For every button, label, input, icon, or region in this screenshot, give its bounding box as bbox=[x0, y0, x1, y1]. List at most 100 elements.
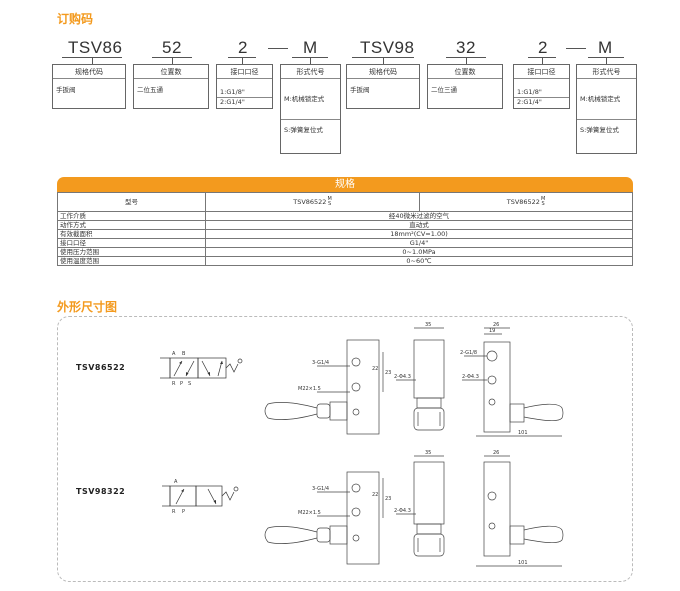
box-value: 手扳阀 bbox=[350, 86, 370, 94]
box-header: 规格代码 bbox=[347, 65, 419, 79]
code-right-box-port: 接口口径 1:G1/8" 2:G1/4" bbox=[513, 64, 570, 109]
spec-row: 工作介质经40微米过滤的空气 bbox=[57, 211, 633, 221]
spec-row-value: 经40微米过滤的空气 bbox=[205, 211, 633, 221]
dim-label: 101 bbox=[518, 560, 528, 566]
symbol-port-label: S bbox=[188, 381, 191, 387]
model-label-1: TSV86522 bbox=[76, 363, 126, 372]
spec-row: 动作方式直动式 bbox=[57, 220, 633, 230]
dim-label: 23 bbox=[385, 370, 391, 376]
spec-row-value: 直动式 bbox=[205, 220, 633, 230]
code-left-dash bbox=[268, 48, 288, 49]
symbol-port-label: A bbox=[172, 351, 176, 357]
spec-row-label: 使用温度范围 bbox=[57, 256, 206, 266]
valve-drawing-1: 3-G1/4 M22×1.5 35 23 22 2-Φ4.3 26 19 2-G… bbox=[264, 322, 564, 437]
spec-row-label: 工作介质 bbox=[57, 211, 206, 221]
model-name: TSV86522 bbox=[293, 198, 327, 206]
dim-label: 2-G1/8 bbox=[460, 350, 477, 356]
code-left-box-position: 位置数 二位五通 bbox=[133, 64, 209, 109]
spec-row-label: 接口口径 bbox=[57, 238, 206, 248]
suffix-s: S bbox=[541, 201, 545, 207]
valve-symbol-2: A R P bbox=[162, 479, 239, 515]
spec-header-label: 型号 bbox=[57, 192, 206, 212]
symbol-port-label: P bbox=[180, 381, 183, 387]
dim-label: M22×1.5 bbox=[298, 386, 321, 392]
dim-label: 22 bbox=[372, 366, 378, 372]
box-header: 形式代号 bbox=[577, 65, 636, 79]
dim-label: M22×1.5 bbox=[298, 510, 321, 516]
spec-row-value: 0~1.0MPa bbox=[205, 247, 633, 257]
box-header: 规格代码 bbox=[53, 65, 125, 79]
model-name: TSV86522 bbox=[506, 198, 540, 206]
code-left-box-form: 形式代号 M:机械锁定式 S:弹簧复位式 bbox=[280, 64, 341, 154]
code-left-series: TSV86 bbox=[68, 38, 123, 57]
dim-label: 26 bbox=[493, 322, 499, 328]
model-label-2: TSV98322 bbox=[76, 487, 126, 496]
dim-label: 35 bbox=[425, 450, 431, 456]
dim-label: 35 bbox=[425, 322, 431, 328]
code-right-series: TSV98 bbox=[360, 38, 415, 57]
suffix-m: M bbox=[327, 196, 332, 202]
box-option: S:弹簧复位式 bbox=[284, 126, 323, 134]
code-right-position: 32 bbox=[456, 38, 476, 57]
dim-label: 26 bbox=[493, 450, 499, 456]
dim-label: 2-Φ4.3 bbox=[394, 508, 411, 514]
box-header: 形式代号 bbox=[281, 65, 340, 79]
box-header: 位置数 bbox=[134, 65, 208, 79]
dim-label: 101 bbox=[518, 430, 528, 436]
box-option: M:机械锁定式 bbox=[281, 79, 340, 120]
code-right-box-form: 形式代号 M:机械锁定式 S:弹簧复位式 bbox=[576, 64, 637, 154]
symbol-port-label: R bbox=[172, 509, 176, 515]
dim-label: 19 bbox=[489, 328, 495, 334]
dim-label: 3-G1/4 bbox=[312, 486, 329, 492]
box-header: 接口口径 bbox=[217, 65, 272, 79]
box-header: 接口口径 bbox=[514, 65, 569, 79]
code-right-box-spec: 规格代码 手扳阀 bbox=[346, 64, 420, 109]
code-left-port: 2 bbox=[238, 38, 248, 57]
code-right-box-position: 位置数 二位三通 bbox=[427, 64, 503, 109]
box-option: 2:G1/4" bbox=[517, 98, 542, 106]
suffix-m: M bbox=[540, 196, 546, 202]
box-header: 位置数 bbox=[428, 65, 502, 79]
dim-label: 22 bbox=[372, 492, 378, 498]
spec-row-label: 有效截面积 bbox=[57, 229, 206, 239]
symbol-port-label: B bbox=[182, 351, 186, 357]
dim-label: 2-Φ4.3 bbox=[462, 374, 479, 380]
box-option: S:弹簧复位式 bbox=[580, 126, 619, 134]
box-value: 二位五通 bbox=[137, 86, 163, 94]
spec-row-label: 动作方式 bbox=[57, 220, 206, 230]
dimensions-panel bbox=[57, 316, 633, 582]
code-right-dash bbox=[566, 48, 586, 49]
box-option: 1:G1/8" bbox=[514, 88, 569, 98]
symbol-port-label: P bbox=[182, 509, 185, 515]
dimensions-title: 外形尺寸图 bbox=[57, 300, 118, 314]
symbol-port-label: R bbox=[172, 381, 176, 387]
spec-row-value: 0~60℃ bbox=[205, 256, 633, 266]
code-left-position: 52 bbox=[162, 38, 182, 57]
spec-row-value: G1/4" bbox=[205, 238, 633, 248]
code-left-box-port: 接口口径 1:G1/8" 2:G1/4" bbox=[216, 64, 273, 109]
spec-row-label: 使用压力范围 bbox=[57, 247, 206, 257]
valve-symbol-1: A B R P S bbox=[160, 351, 243, 387]
box-option: 2:G1/4" bbox=[220, 98, 245, 106]
code-right-form: M bbox=[598, 38, 613, 57]
spec-row-value: 18mm²(CV=1.00) bbox=[205, 229, 633, 239]
spec-title-bar: 规格 bbox=[57, 177, 633, 192]
dim-label: 23 bbox=[385, 496, 391, 502]
dim-label: 2-Φ4.3 bbox=[394, 374, 411, 380]
suffix-s: S bbox=[328, 201, 332, 207]
code-right-port: 2 bbox=[538, 38, 548, 57]
box-value: 二位三通 bbox=[431, 86, 457, 94]
box-value: 手扳阀 bbox=[56, 86, 76, 94]
box-option: 1:G1/8" bbox=[217, 88, 272, 98]
box-option: M:机械锁定式 bbox=[577, 79, 636, 120]
dim-label: 3-G1/4 bbox=[312, 360, 329, 366]
